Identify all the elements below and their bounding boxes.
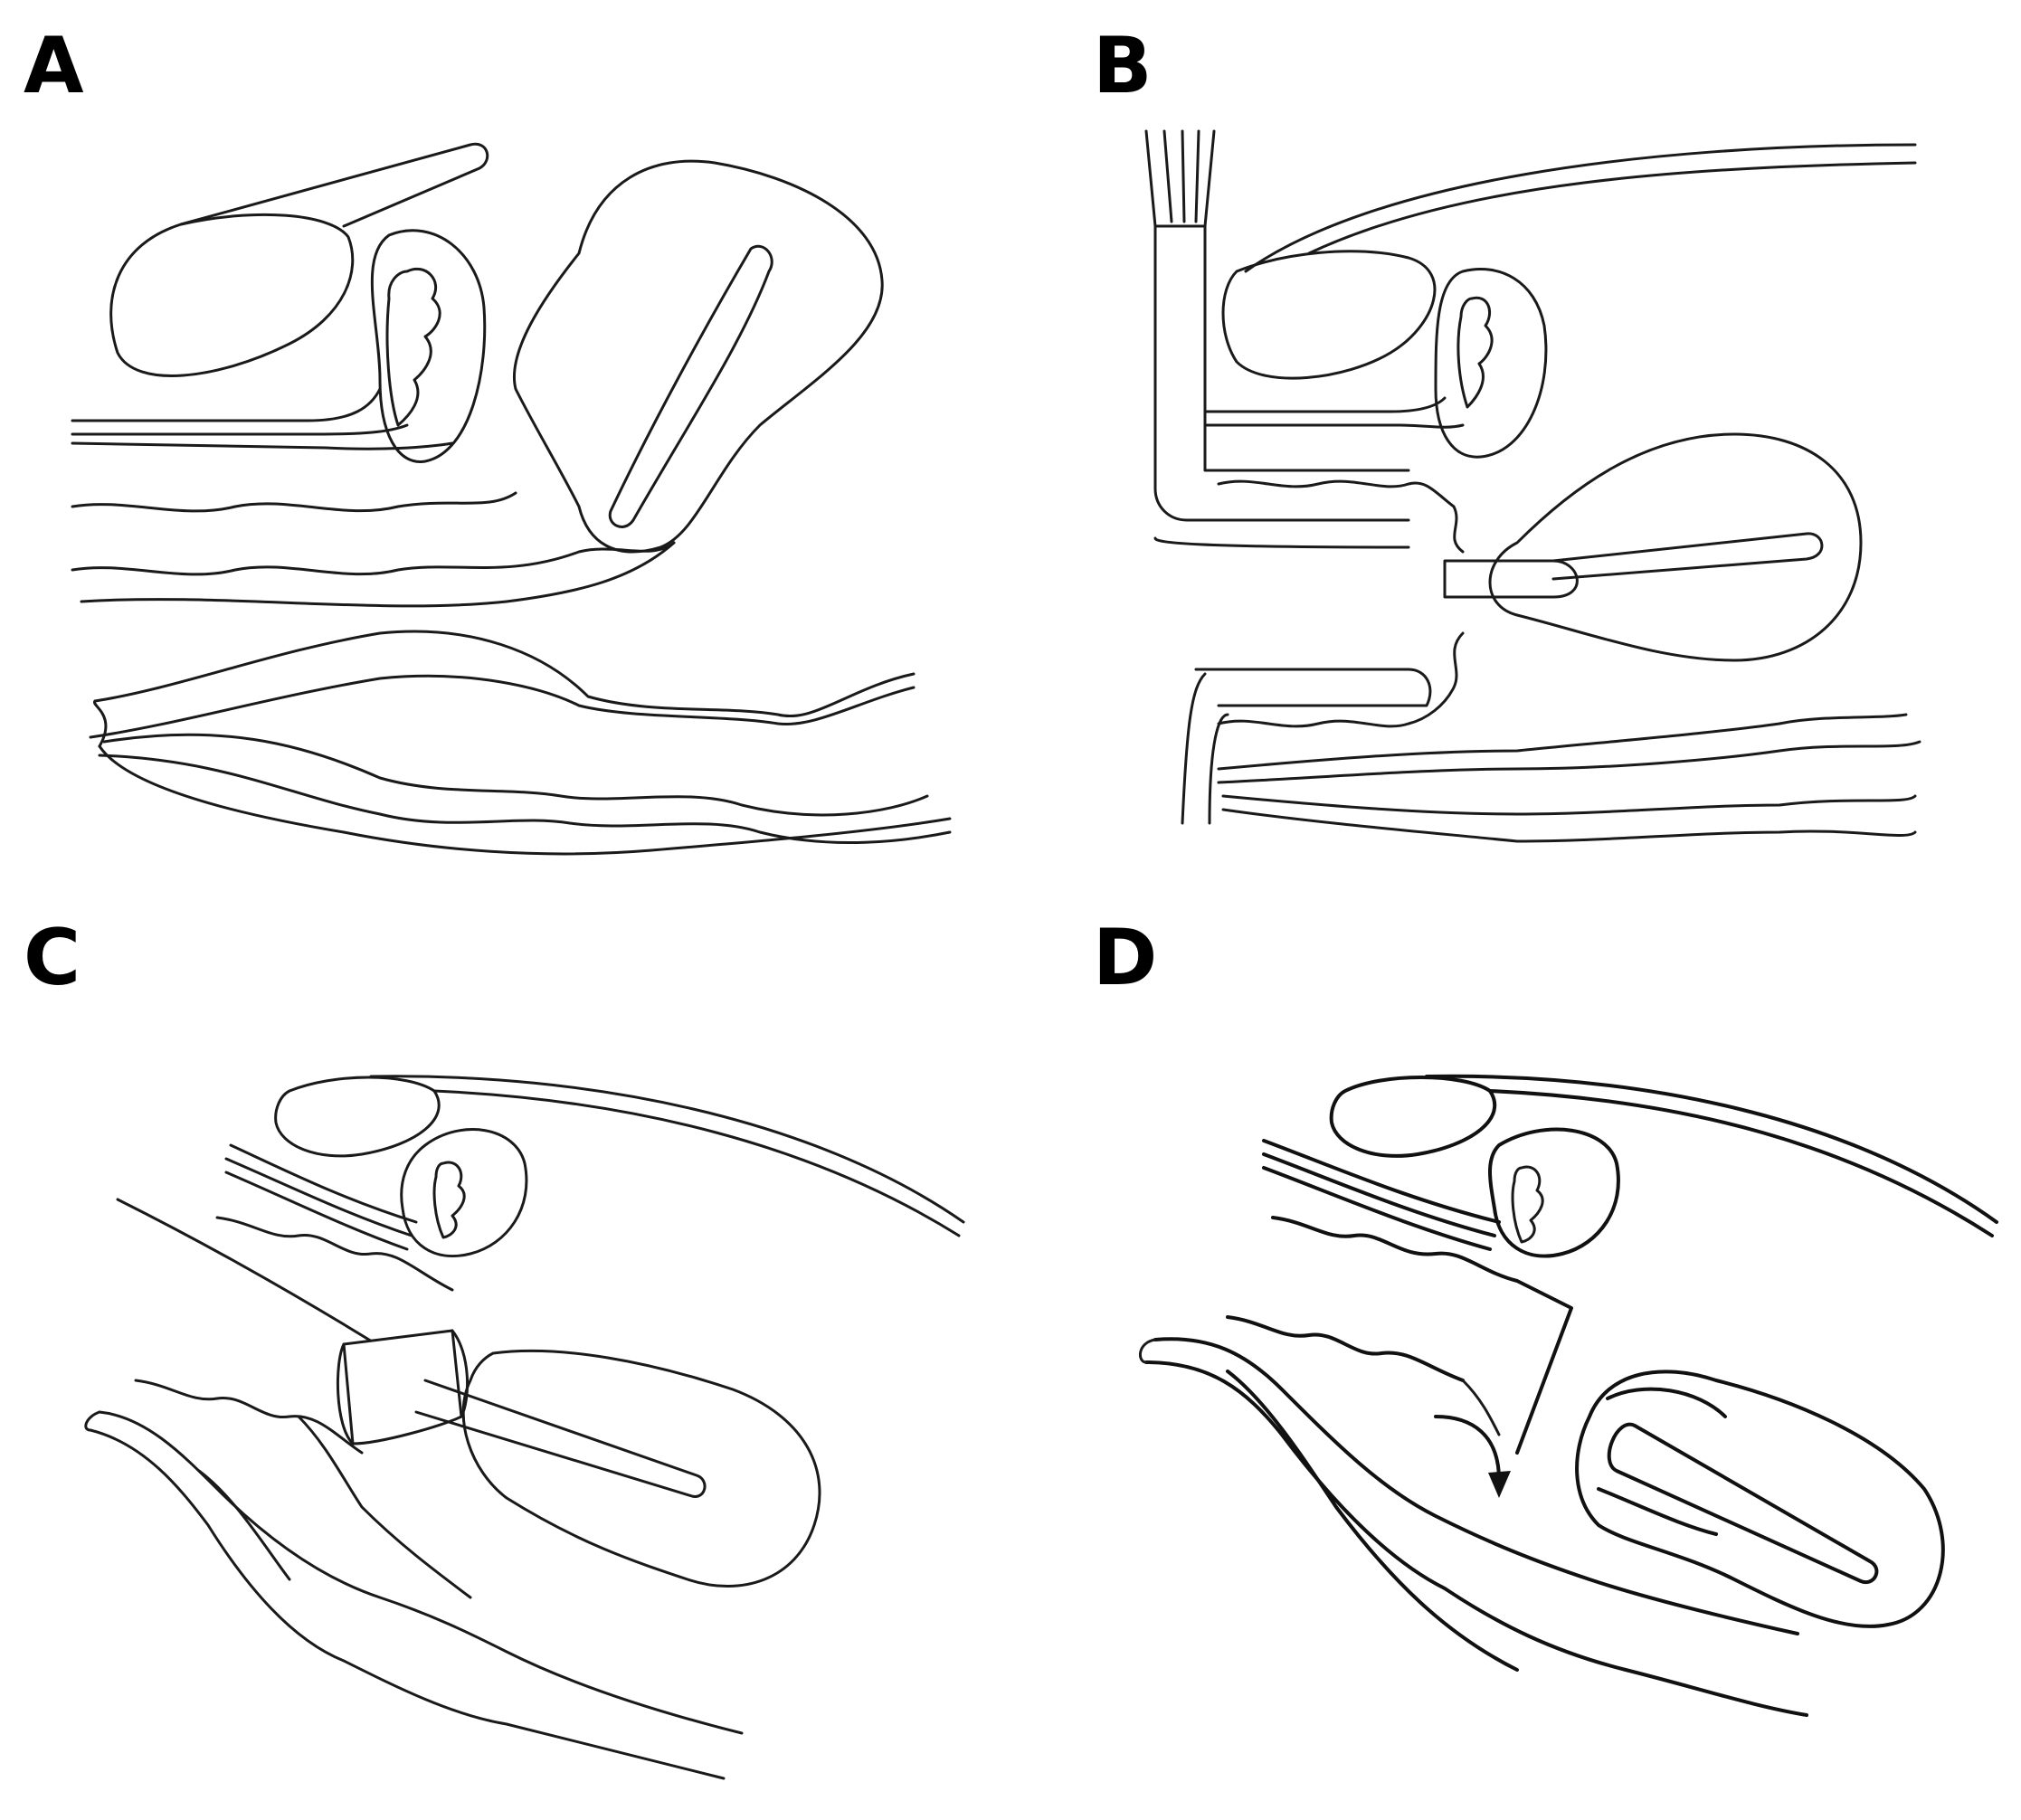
panel-d-pubic-bone bbox=[1332, 1077, 1495, 1156]
panel-d-bladder bbox=[1490, 1130, 1618, 1256]
panel-b-drawing bbox=[1010, 0, 2021, 910]
panel-a-pubic-bone bbox=[111, 214, 353, 375]
panel-a-uterus bbox=[514, 161, 882, 552]
panel-b-pubic-bone bbox=[1223, 251, 1435, 378]
panel-c-drawing bbox=[0, 910, 1010, 1820]
panel-b-bladder bbox=[1436, 270, 1546, 458]
panel-d-rectum bbox=[1155, 1339, 1798, 1634]
panel-d-drawing bbox=[1010, 910, 2021, 1820]
panel-d-uterus bbox=[1577, 1371, 1943, 1626]
panel-c-rectum bbox=[100, 1412, 742, 1733]
panel-a-drawing bbox=[0, 0, 1010, 910]
panel-b-manipulator-handle bbox=[1146, 131, 1214, 226]
panel-b-rectum bbox=[1219, 715, 1906, 769]
panel-label-b: B bbox=[1093, 21, 1153, 111]
panel-c-uterus bbox=[463, 1351, 820, 1586]
panel-label-a: A bbox=[24, 21, 84, 111]
panel-a-bladder bbox=[372, 231, 484, 462]
panel-d-manipulator-rod bbox=[1609, 1425, 1877, 1582]
panel-c-pubic-bone bbox=[276, 1077, 440, 1156]
panel-a-rectum bbox=[95, 631, 914, 716]
panel-d-curved-arrow bbox=[1436, 1417, 1499, 1480]
panel-c-manipulator-rod bbox=[416, 1380, 705, 1496]
panel-c-bladder bbox=[402, 1130, 527, 1256]
panel-label-c: C bbox=[24, 913, 81, 1003]
panel-d-vaginal-cuff bbox=[1273, 1218, 1571, 1453]
panel-b-uterus bbox=[1490, 434, 1861, 660]
panel-label-d: D bbox=[1093, 913, 1158, 1003]
